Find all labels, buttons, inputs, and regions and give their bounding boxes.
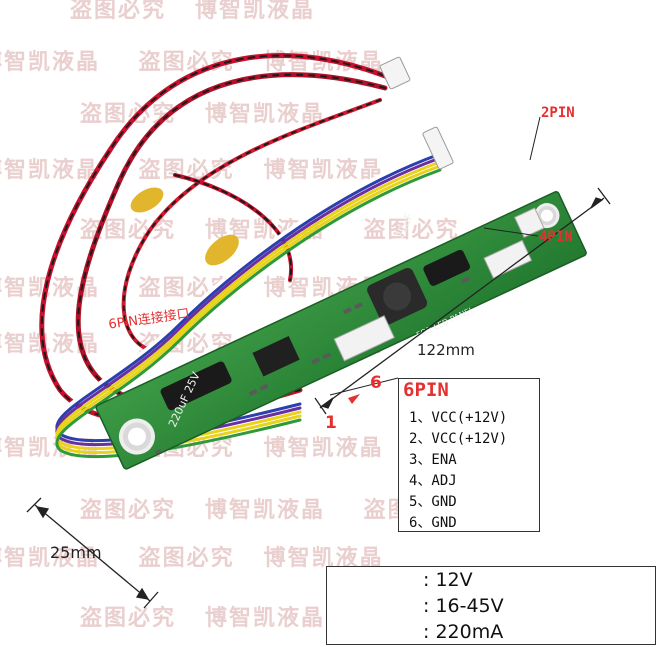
wire-connector (379, 56, 411, 90)
wire-connector (422, 126, 454, 170)
watermark: 盗图必究 博智凯液晶 (80, 605, 326, 631)
leader-6pin-box (329, 377, 399, 396)
pinout-box: 6PIN 1、VCC(+12V) 2、VCC(+12V) 3、ENA 4、ADJ… (398, 378, 540, 532)
wire-tie (205, 234, 239, 266)
pinout-row: 1、VCC(+12V) (409, 410, 508, 426)
pinout-row: 6、GND (409, 515, 457, 531)
watermark: 盗图必究 博智凯液晶 (80, 101, 326, 127)
label-2pin: 2PIN (541, 105, 575, 121)
label-pin-one: 1 (325, 413, 337, 433)
pinout-row: 2、VCC(+12V) (409, 431, 508, 447)
watermark: 盗图必究 博智凯液晶 (70, 0, 316, 23)
pinout-row: 5、GND (409, 494, 457, 510)
label-length: 122mm (417, 341, 475, 359)
spec-row: : 12V (423, 569, 473, 591)
pinout-row: 4、ADJ (409, 473, 457, 489)
label-4pin: 4PIN (539, 229, 573, 245)
dimension-lines (26, 187, 611, 609)
spec-row: : 220mA (423, 621, 504, 643)
leader-2pin (529, 116, 541, 161)
label-pin-six: 6 (370, 373, 382, 393)
spec-box: : 12V : 16-45V : 220mA (326, 566, 656, 645)
label-width: 25mm (50, 543, 102, 562)
watermark: 博智凯液晶 盗图必究 博智凯液晶 (0, 49, 384, 75)
svg-text:22uF: 22uF (393, 211, 416, 241)
pcb-board (95, 191, 587, 470)
pin6-arrow (348, 394, 360, 404)
wire-tie (130, 187, 164, 213)
leader-4pin (483, 227, 539, 237)
pinout-title: 6PIN (403, 379, 449, 401)
pinout-row: 3、ENA (409, 452, 457, 468)
spec-row: : 16-45V (423, 595, 504, 617)
